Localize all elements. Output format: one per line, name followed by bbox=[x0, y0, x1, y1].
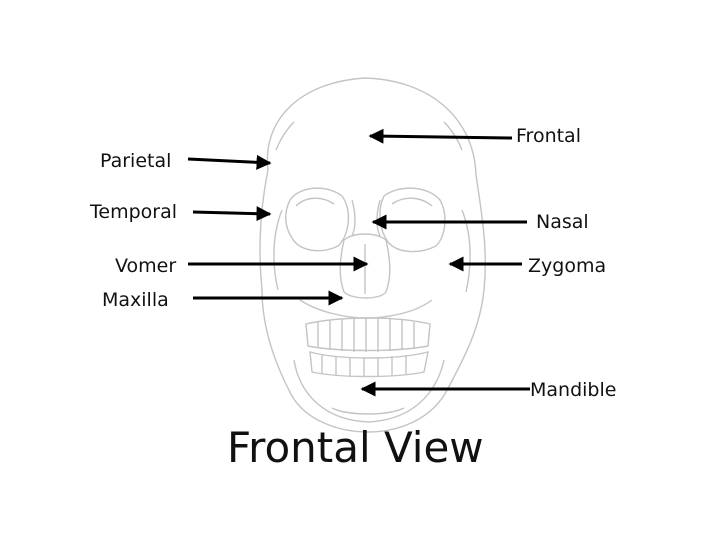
arrow-parietal bbox=[187, 154, 272, 170]
label-mandible: Mandible bbox=[530, 379, 617, 401]
diagram-caption: Frontal View bbox=[227, 423, 484, 472]
arrow-temporal bbox=[192, 206, 272, 222]
arrow-frontal bbox=[368, 128, 513, 144]
label-frontal: Frontal bbox=[516, 125, 581, 147]
skull-outline bbox=[259, 77, 486, 433]
label-vomer: Vomer bbox=[115, 255, 177, 277]
pointer-arrows bbox=[187, 128, 530, 397]
label-maxilla: Maxilla bbox=[102, 289, 169, 311]
label-zygoma: Zygoma bbox=[528, 255, 607, 277]
label-parietal: Parietal bbox=[100, 150, 172, 172]
label-nasal: Nasal bbox=[536, 211, 589, 233]
label-temporal: Temporal bbox=[90, 201, 177, 223]
